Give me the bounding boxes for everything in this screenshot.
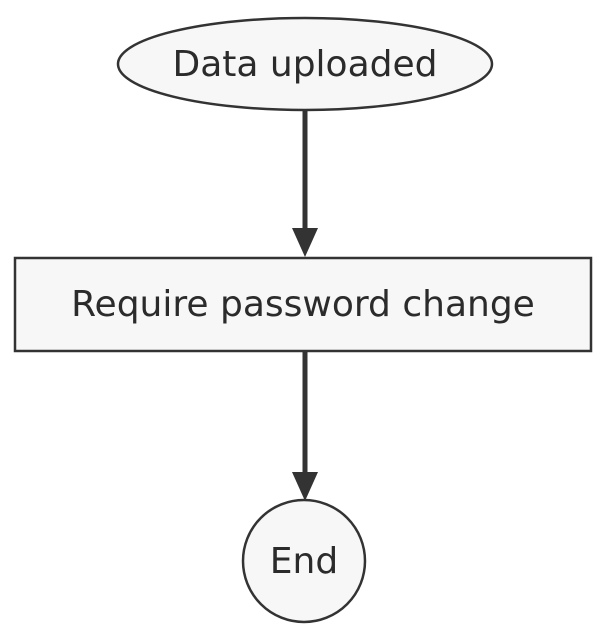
node-start[interactable]: Data uploaded [116,16,494,112]
node-action[interactable]: Require password change [13,256,593,353]
node-start-label: Data uploaded [172,44,437,85]
rectangle-shape [13,256,593,353]
arrowhead-icon [292,228,318,257]
arrowhead-icon [292,472,318,501]
node-end-label: End [270,541,338,582]
edge-start-to-action [292,110,318,257]
node-action-label: Require password change [71,284,535,325]
edge-action-to-end [292,352,318,501]
node-end[interactable]: End [241,498,367,624]
circle-shape [241,498,367,624]
ellipse-shape [116,16,494,112]
